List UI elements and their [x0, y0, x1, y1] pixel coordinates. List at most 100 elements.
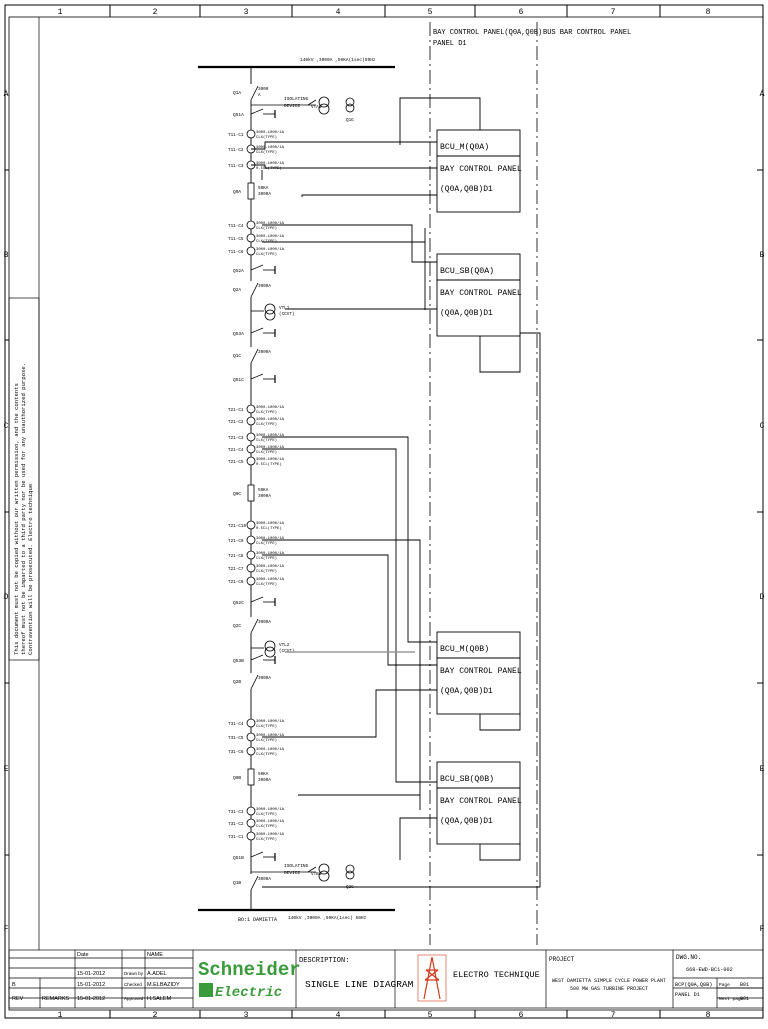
- bcu-box-4: BCU_SB(Q0B)BAY CONTROL PANEL(Q0A,Q0B)D1: [436, 761, 522, 845]
- row-a: A: [4, 90, 9, 99]
- bottom-bus-name: BO:1 DAMIETTA: [238, 917, 277, 923]
- ct-class: CLX(TYPE): [256, 724, 277, 729]
- electro-technique-logo: [417, 954, 447, 1002]
- device-tag: Q51A: [233, 112, 244, 118]
- disconnector-icon: [250, 85, 259, 101]
- ct-tag: T11-C1: [228, 133, 244, 138]
- project-line-1: WEST DAMIETTA SIMPLE CYCLE POWER PLANT: [552, 978, 666, 984]
- ct-ratio: 3000-1000/1A: [256, 457, 285, 462]
- row-d: D: [4, 593, 9, 602]
- device-rating: 3000A: [258, 877, 271, 882]
- ct-ratio: 3000-1000/1A: [256, 577, 285, 582]
- ct-tag: T31-C1: [228, 835, 244, 840]
- breaker-icon: [247, 182, 255, 200]
- panel-line-1: BCP(Q0A,Q0B): [675, 982, 712, 988]
- col-6: 6: [519, 8, 524, 17]
- ct-icon: [246, 416, 256, 426]
- ct-ratio: 3000-1000/1A: [256, 417, 285, 422]
- ct-ratio: 3000-1000/1A: [256, 405, 285, 410]
- project-line-2: 500 MW GAS TURBINE PROJECT: [570, 986, 648, 992]
- breaker-icon: [247, 768, 255, 786]
- tb-row2-role: Checked: [124, 982, 142, 987]
- bcu-box-1: BCU_M(Q0A)BAY CONTROL PANEL(Q0A,Q0B)D1: [436, 129, 522, 213]
- outer-frame: [4, 4, 764, 1019]
- ct-icon: [246, 456, 256, 466]
- device-rating: 3000A: [258, 494, 271, 499]
- vt-spec: (CCVT): [279, 312, 294, 317]
- bcu-panel: BAY CONTROL PANEL: [440, 797, 522, 806]
- ct-tag: T21-C10: [228, 524, 246, 529]
- top-bus-label: 140kV ,3000A ,50KA(1sec)50Hz: [300, 57, 376, 63]
- device-q53a: Q53A: [233, 327, 276, 337]
- col-2: 2: [153, 8, 158, 17]
- ct-ratio: 3000-1000/1A: [256, 719, 285, 724]
- bcu-box-3: BCU_M(Q0B)BAY CONTROL PANEL(Q0A,Q0B)D1: [436, 631, 522, 715]
- page-value: B01: [740, 982, 749, 988]
- row-c-right: C: [760, 422, 765, 431]
- ct-icon: [246, 563, 256, 573]
- row-f: F: [4, 925, 9, 934]
- col-7-bottom: 7: [611, 1011, 616, 1020]
- ct-class: CLX(TYPE): [256, 226, 277, 231]
- ct-icon: [246, 404, 256, 414]
- ct-class: CLX(TYPE): [256, 150, 277, 155]
- ct-ratio: 3000-1000/1A: [256, 130, 285, 135]
- side-note-line-3: Contravention will be prosecuted. Electr…: [27, 484, 34, 655]
- breaker-icon: [247, 484, 255, 502]
- col-8: 8: [706, 8, 711, 17]
- col-7: 7: [611, 8, 616, 17]
- device-q51a: Q51A: [233, 108, 276, 118]
- project-label: PROJECT: [549, 956, 575, 963]
- ct-ratio: 3000-1000/1A: [256, 564, 285, 569]
- tb-row2-rev: B: [12, 982, 16, 988]
- disconnector-icon: [250, 282, 259, 298]
- ct-ratio: 3000-1000/1A: [256, 161, 285, 166]
- ct-class: 0.5CL(TYPE): [256, 462, 282, 467]
- aux-tag: Q1G: [346, 118, 354, 123]
- ct-tag: T11-C5: [228, 237, 244, 242]
- ct-ratio: 3000-1000/1A: [256, 819, 285, 824]
- ct-ratio: 3000-1000/1A: [256, 747, 285, 752]
- ct-class: CLX(TYPE): [256, 450, 277, 455]
- tb-row1-role: Drawn by: [124, 971, 144, 976]
- device-rating: 50KA: [258, 186, 269, 191]
- column-markers: 1 2 3 4 5 6 7 8 1 2 3 4 5 6 7 8: [58, 5, 711, 1020]
- nextpage-label: Next page: [719, 996, 744, 1002]
- device-rating: 3000: [258, 87, 269, 92]
- row-b-right: B: [760, 251, 765, 260]
- tb-row1-date: 15-01-2012: [77, 971, 105, 977]
- bcu-panel-id: (Q0A,Q0B)D1: [440, 309, 493, 318]
- nextpage-value: C01: [740, 996, 749, 1002]
- ct-icon: [246, 831, 256, 841]
- ct-tag: T31-C3: [228, 810, 244, 815]
- tb-row1-name: A.ADEL: [147, 971, 167, 977]
- device-q51c: Q51C: [233, 373, 276, 383]
- bcu-name: BCU_M(Q0B): [440, 644, 489, 654]
- vt-note: ISOLATING: [284, 863, 309, 869]
- row-c: C: [4, 422, 9, 431]
- ct-class: CLX(TYPE): [256, 738, 277, 743]
- header-bay-panel-sub: PANEL D1: [433, 40, 467, 48]
- ct-ratio: 3000-1000/1A: [256, 145, 285, 150]
- row-e-right: E: [760, 765, 765, 774]
- vt-tag: VTL1: [279, 306, 290, 311]
- ct-icon: [246, 233, 256, 243]
- ct-tag: T21-C7: [228, 567, 244, 572]
- device-tag: Q1C: [233, 353, 241, 359]
- device-tag: Q2B: [233, 679, 241, 685]
- vt-note-2: DEVICE: [284, 103, 301, 109]
- bottom-bus-label: 140kV ,3000A ,50KA(1sec) 50Hz: [288, 915, 367, 921]
- header-busbar-panel: BUS BAR CONTROL PANEL: [543, 29, 631, 37]
- ct-tag: T11-C2: [228, 148, 244, 153]
- disconnector-icon: [250, 618, 259, 634]
- device-q51b: Q51B: [233, 851, 276, 861]
- tb-row3-name: H.SALEM: [147, 996, 172, 1002]
